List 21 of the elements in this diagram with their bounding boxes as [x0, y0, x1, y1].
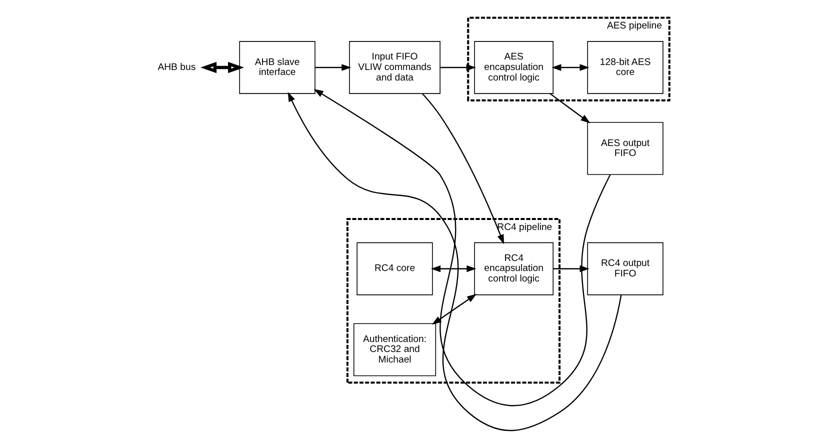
node-box: RC4 output FIFO — [586, 242, 663, 296]
node-box: AES output FIFO — [586, 122, 663, 175]
arrow — [440, 64, 476, 71]
arrow — [314, 64, 351, 71]
node-box: AHB slave interface — [238, 41, 315, 94]
node-text: AHB bus — [157, 62, 196, 73]
arrow — [552, 265, 589, 272]
arrow — [422, 93, 504, 244]
node-box: AES encapsulation control logic — [474, 41, 554, 94]
node-box: 128-bit AES core — [586, 41, 663, 94]
arrow — [313, 88, 610, 406]
node-box: RC4 core — [356, 242, 432, 296]
arrow — [287, 92, 622, 431]
node-box: RC4 encapsulation control logic — [474, 242, 554, 296]
arrow — [430, 265, 476, 272]
node-box: Authentication: CRC32 and Michael — [352, 323, 436, 376]
arrow — [200, 62, 244, 74]
arrow — [551, 64, 589, 71]
node-box: Input FIFO VLIW commands and data — [348, 41, 440, 94]
arrow — [549, 93, 590, 124]
arrow — [431, 294, 476, 325]
